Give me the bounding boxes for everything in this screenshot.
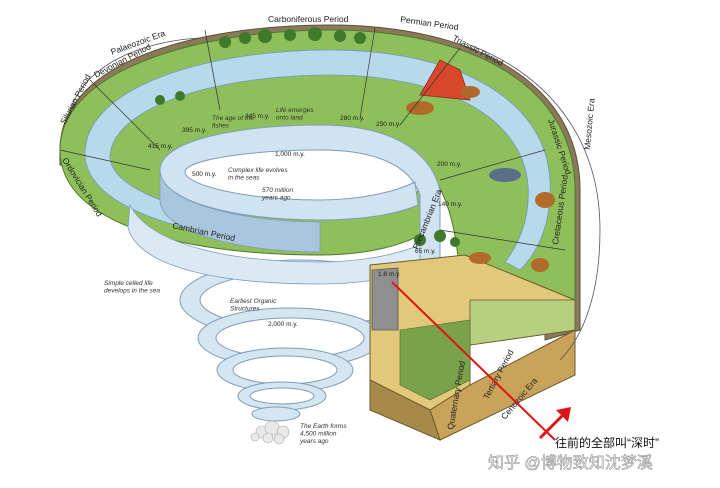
volcano — [419, 59, 471, 101]
note-line: 570 million — [262, 187, 293, 194]
red-arrow-head — [556, 407, 571, 422]
label-permian: Permian Period — [400, 14, 460, 32]
note-line: 4,500 million — [300, 431, 337, 438]
age-label: 1.8 m.y. — [378, 271, 401, 278]
age-label: 140 m.y. — [438, 201, 463, 208]
red-pointer-line — [391, 281, 556, 441]
spiral-loop — [251, 406, 301, 422]
age-label: 395 m.y. — [182, 127, 207, 134]
spiral-loop-inner — [249, 387, 315, 405]
age-label: 250 m.y. — [376, 121, 401, 128]
note-line: Life emerges — [276, 107, 314, 114]
note-line: Structures — [230, 306, 260, 313]
note-line: Simple celled life — [104, 280, 153, 287]
note-line: The Earth forms — [300, 423, 347, 430]
age-label: 345 m.y. — [245, 113, 270, 120]
note-line: fishes — [212, 123, 230, 130]
label-carboniferous: Carboniferous Period — [268, 14, 349, 24]
note-line: Complex life evolves — [228, 167, 288, 174]
note-line: years ago — [299, 438, 329, 445]
note-line: onto land — [276, 115, 303, 122]
earth-forming-cloud — [250, 420, 290, 445]
age-label: 280 m.y. — [340, 115, 365, 122]
dinosaurs — [406, 86, 555, 272]
age-label: 415 m.y. — [148, 143, 173, 150]
red-arrow-shaft — [538, 411, 567, 440]
spiral-loop-inner — [232, 355, 338, 385]
age-label: 65 m.y. — [415, 248, 436, 255]
age-label: 1,000 m.y. — [275, 151, 305, 158]
note-line: in the seas — [228, 175, 260, 182]
age-label: 500 m.y. — [192, 171, 217, 178]
label-mesozoic: Mesozoic Era — [582, 98, 596, 150]
deep-time-caption: 往前的全部叫“深时” — [555, 435, 659, 450]
note-line: Earliest Organic — [230, 298, 277, 305]
note-line: years ago — [261, 195, 291, 202]
note-line: develops in the sea — [104, 288, 160, 295]
era-arc — [469, 44, 601, 361]
watermark: 知乎 @博物致知沈梦溪 — [488, 454, 653, 472]
era-arc — [69, 37, 201, 111]
ring-wall — [159, 169, 321, 253]
age-label: 200 m.y. — [437, 161, 462, 168]
trees — [155, 27, 460, 247]
note-line: The age of the — [212, 115, 254, 122]
inner-ring — [159, 124, 441, 266]
cenozoic-block — [369, 254, 576, 441]
age-label: 2,000 m.y. — [268, 321, 298, 328]
period-dividers — [59, 27, 566, 251]
